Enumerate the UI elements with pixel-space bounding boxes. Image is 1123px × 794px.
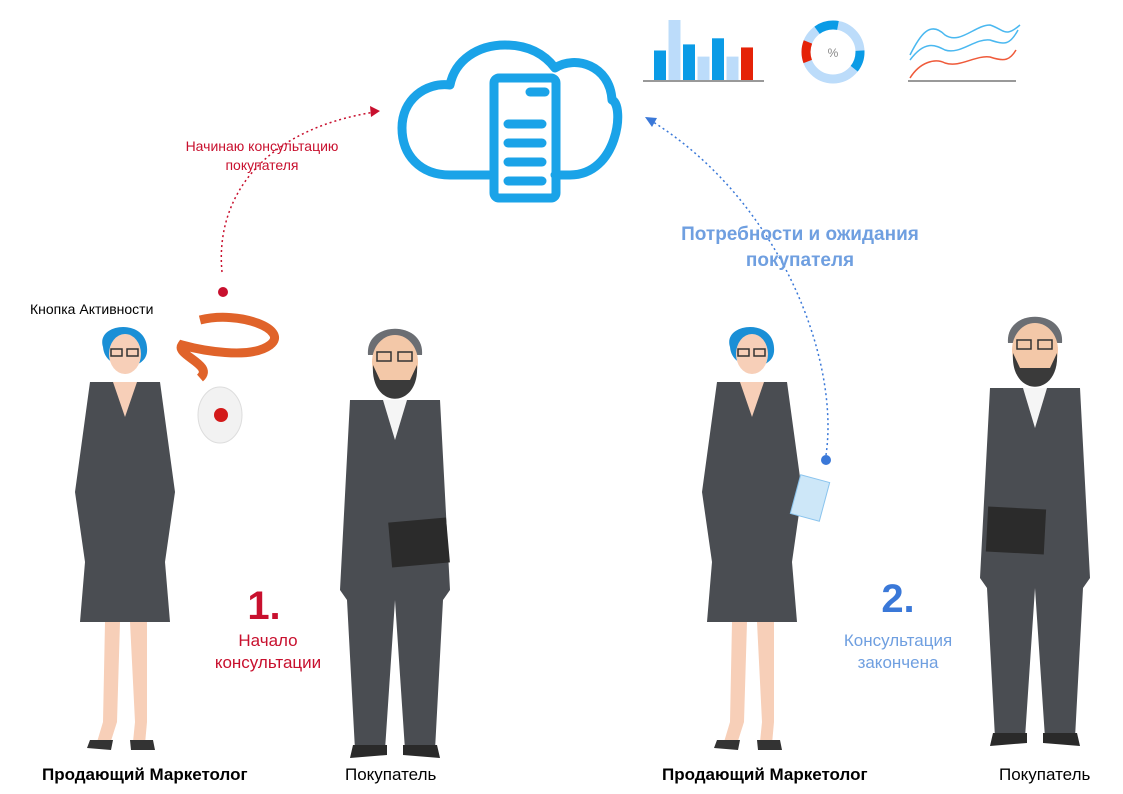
needs-label: Потребности и ожидания покупателя bbox=[650, 222, 950, 274]
folder-icon bbox=[985, 506, 1047, 555]
dot-marker bbox=[821, 455, 831, 465]
dotted-arrow-left bbox=[220, 111, 376, 273]
start-consult-label: Начинаю консультацию покупателя bbox=[162, 137, 362, 175]
mini-bar bbox=[668, 20, 681, 81]
label-line: покупателя bbox=[745, 250, 855, 271]
mini-line-chart-icon bbox=[908, 24, 1021, 82]
mini-bar bbox=[741, 47, 753, 81]
activity-button-label: Кнопка Активности bbox=[30, 301, 154, 317]
seller-left-label: Продающий Маркетолог bbox=[42, 765, 248, 784]
label-line: Начало bbox=[238, 631, 298, 650]
dotted-arrow-right bbox=[649, 119, 829, 456]
arrowhead-icon bbox=[645, 117, 657, 127]
dot-marker bbox=[218, 287, 228, 297]
mini-bar bbox=[697, 56, 710, 81]
label-line: покупателя bbox=[225, 157, 299, 173]
cloud-server-icon bbox=[397, 40, 623, 203]
mini-bar bbox=[654, 50, 666, 81]
mini-bar-chart-icon bbox=[654, 20, 753, 81]
label-line: Начинаю консультацию bbox=[185, 138, 339, 154]
step2-label: Консультация закончена bbox=[818, 630, 978, 674]
step1-number: 1. bbox=[247, 584, 281, 628]
label-line: Консультация bbox=[843, 631, 953, 650]
step2-number: 2. bbox=[881, 577, 915, 621]
step1-label: Начало консультации bbox=[188, 630, 348, 674]
mini-bar bbox=[683, 44, 695, 81]
label-line: Потребности и ожидания bbox=[681, 224, 919, 245]
arrowhead-icon bbox=[370, 106, 380, 117]
mini-bar bbox=[726, 56, 739, 81]
buyer-left-label: Покупатель bbox=[345, 765, 437, 784]
label-line: закончена bbox=[857, 653, 939, 672]
tablet-icon bbox=[789, 474, 831, 522]
buyer-right-label: Покупатель bbox=[999, 765, 1091, 784]
seller-figure-right bbox=[701, 326, 803, 751]
activity-button-icon bbox=[176, 312, 279, 444]
label-line: консультации bbox=[214, 653, 322, 672]
mini-bar bbox=[712, 38, 724, 81]
donut-percent: % bbox=[828, 46, 839, 60]
donut-chart-icon bbox=[801, 20, 865, 84]
seller-figure-left bbox=[74, 326, 176, 751]
seller-right-label: Продающий Маркетолог bbox=[662, 765, 868, 784]
folder-icon bbox=[388, 517, 450, 568]
